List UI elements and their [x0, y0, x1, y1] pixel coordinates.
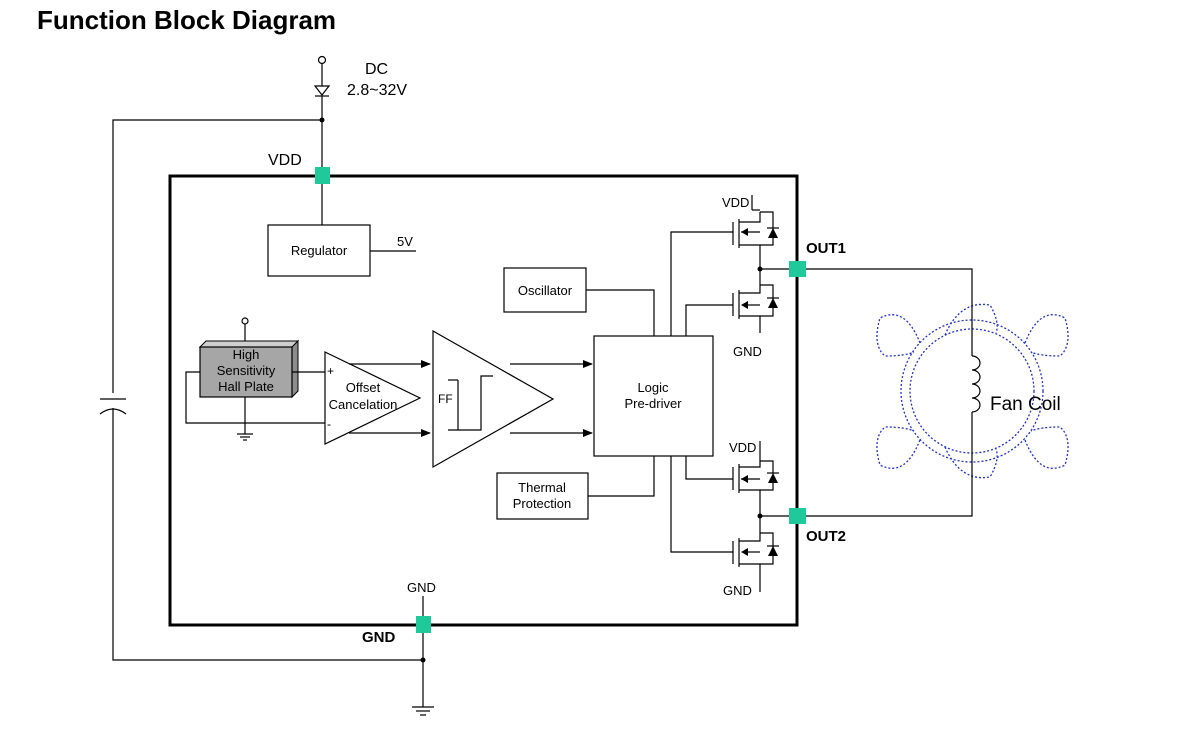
hall-line-2: Sensitivity: [217, 363, 276, 378]
regulator-5v-label: 5V: [397, 234, 413, 249]
top-high-side-mosfet: VDD: [722, 195, 779, 269]
dc-voltage: 2.8~32V: [347, 82, 407, 99]
oscillator-label: Oscillator: [518, 283, 573, 298]
logic-line-1: Logic: [637, 380, 669, 395]
logic-predriver-block: [593, 335, 714, 457]
bottom-gnd-label: GND: [723, 583, 752, 598]
oscillator-block: [503, 267, 587, 313]
out2-pad: [789, 508, 806, 524]
top-vdd-label: VDD: [722, 195, 749, 210]
vdd-pin-label: VDD: [268, 152, 302, 169]
out1-pad: [789, 261, 806, 277]
out1-pin-label: OUT1: [806, 240, 846, 257]
thermal-line-2: Protection: [513, 496, 572, 511]
fan-coil: Fan Coil: [806, 268, 1061, 517]
page-title: Function Block Diagram: [37, 5, 337, 35]
offset-line-1: Offset: [346, 380, 381, 395]
bottom-high-side-mosfet: VDD: [729, 440, 779, 516]
out2-pin-label: OUT2: [806, 528, 846, 545]
regulator-block: [267, 224, 371, 277]
ground-symbol: [412, 632, 434, 716]
dc-supply: DC 2.8~32V: [313, 55, 407, 172]
ff-comparator: FF: [432, 329, 555, 469]
offset-line-2: Cancelation: [329, 397, 398, 412]
hall-line-1: High: [233, 347, 260, 362]
gnd-pad: [416, 616, 431, 633]
bottom-low-side-mosfet: GND: [723, 516, 779, 598]
thermal-protection-block: [496, 472, 589, 520]
hall-line-3: Hall Plate: [218, 379, 274, 394]
dc-label: DC: [365, 61, 388, 78]
bottom-vdd-label: VDD: [729, 440, 756, 455]
ic-outline: [168, 174, 799, 627]
hall-plate-block: High Sensitivity Hall Plate: [198, 317, 300, 399]
top-low-side-mosfet: GND: [732, 269, 779, 359]
fan-coil-label: Fan Coil: [990, 394, 1061, 415]
offset-cancelation-amp: + - Offset Cancelation: [324, 351, 422, 445]
thermal-line-1: Thermal: [518, 480, 566, 495]
amp-minus-sign: -: [327, 417, 331, 431]
amp-plus-sign: +: [327, 364, 334, 378]
vdd-pad: [315, 167, 330, 184]
internal-gnd-label: GND: [407, 580, 436, 595]
regulator-label: Regulator: [291, 243, 348, 258]
ff-label: FF: [438, 392, 453, 406]
logic-line-2: Pre-driver: [624, 396, 682, 411]
gnd-pin-label: GND: [362, 629, 396, 646]
top-gnd-label: GND: [733, 344, 762, 359]
bypass-capacitor: [99, 119, 423, 661]
